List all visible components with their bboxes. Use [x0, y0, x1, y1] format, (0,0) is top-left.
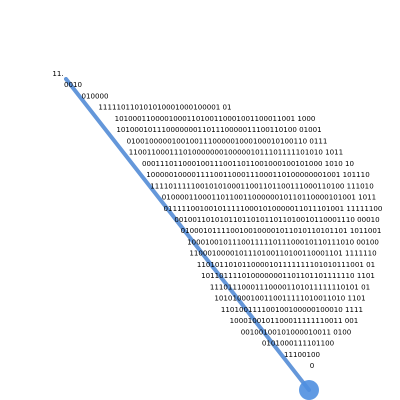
binary-row-2: 010000 [81, 92, 109, 101]
binary-row-0: 11. [52, 69, 63, 78]
binary-row-1: 0010 [64, 80, 83, 89]
binary-row-25: 11100100 [284, 350, 321, 359]
binary-row-13: 0010011010101101101011011010010110001110… [174, 215, 380, 224]
binary-row-17: 1101011010110000101111111101010111001 01 [197, 260, 375, 269]
binary-row-8: 0001110110001001110011011001000100101000… [142, 159, 355, 168]
binary-row-10: 1111011111001010100011001101100111000110… [150, 181, 374, 190]
binary-row-9: 1000001000011110011000111000110100000001… [146, 170, 370, 179]
binary-row-26: 0 [310, 361, 315, 370]
binary-row-24: 0101000111101100 [262, 339, 335, 348]
binary-row-4: 1010001100001000110100110001001100011001… [115, 114, 316, 123]
binary-row-20: 10101000100110011111010011010 1101 [214, 294, 365, 303]
binary-row-3: 111110110101010001000100001 01 [98, 103, 231, 112]
binary-row-23: 00100100101000010011 0100 [241, 327, 352, 336]
binary-row-7: 1100110001110100000001000001011101111101… [129, 148, 343, 157]
binary-row-21: 110100111100100100000100010 1111 [221, 305, 363, 314]
binary-row-15: 1000100101110011111011100010110111010 00… [187, 238, 379, 247]
binary-row-18: 1011011110100000001101101101111110 1101 [201, 271, 375, 280]
binary-row-16: 1100010000101110100110100110001101 11111… [189, 249, 377, 258]
binary-row-11: 0100001100011011001100000010110110000101… [162, 193, 376, 202]
binary-row-19: 111011100011100001101011111110101 01 [210, 282, 370, 291]
binary-row-12: 0111110010010111110001010000011011101001… [164, 204, 383, 213]
binary-text-rows: 11.0010 010000 111110110101010001000100001… [52, 69, 383, 370]
binary-row-5: 1010001011100000001101110000011100110100… [116, 125, 321, 134]
blue-diagonal-line [64, 77, 311, 392]
binary-row-14: 0100010111100100100001011010110101101 10… [181, 226, 382, 235]
binary-row-6: 0100100000100100111000001000100010100110… [127, 136, 328, 145]
blue-dot-marker [299, 380, 319, 400]
binary-row-22: 1000100101100011111110011 001 [230, 316, 359, 325]
